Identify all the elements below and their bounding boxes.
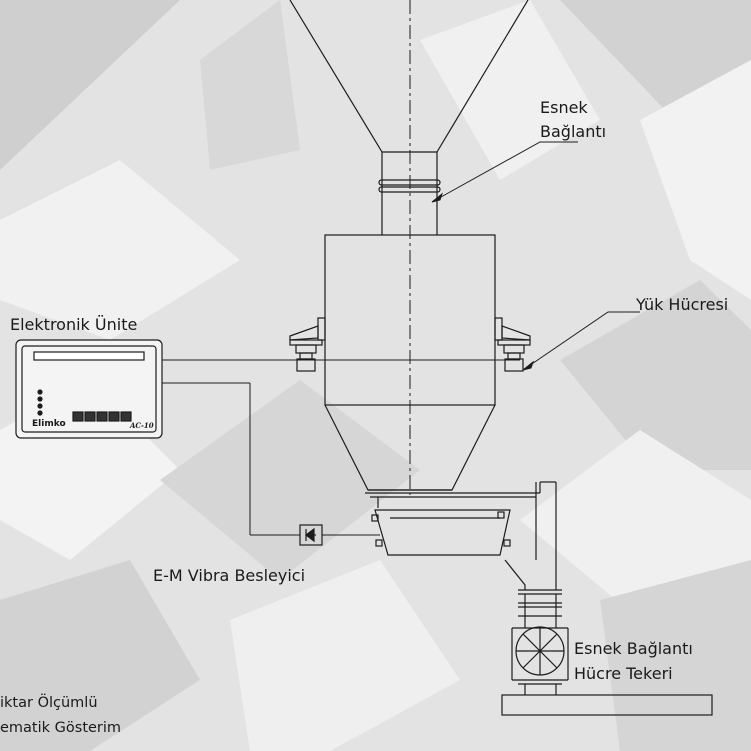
- signal-wiring: [162, 359, 520, 536]
- diode-symbol: [299, 524, 323, 546]
- feed-hopper: [289, 0, 529, 153]
- vibra-feeder: [365, 481, 556, 556]
- label-em-vibra: E-M Vibra Besleyici: [153, 566, 306, 585]
- label-esnek-top-1: Esnek: [540, 98, 588, 117]
- load-cell-left: [289, 317, 326, 372]
- device-model: AC-10: [130, 421, 154, 430]
- device-brand: Elimko: [32, 419, 66, 429]
- discharge-duct: [504, 482, 562, 628]
- caption-line-2: ematik Gösterim: [0, 720, 122, 736]
- label-hucre-tekeri: Hücre Tekeri: [574, 664, 673, 683]
- label-esnek-bottom: Esnek Bağlantı: [574, 639, 693, 658]
- label-yuk-hucresi: Yük Hücresi: [636, 295, 729, 314]
- leader-lines: [431, 141, 640, 371]
- load-cell-right: [494, 317, 531, 372]
- rotary-valve: [501, 626, 713, 716]
- flexible-connection-top: [378, 152, 441, 235]
- caption-line-1: iktar Ölçümlü: [0, 695, 98, 711]
- electronic-unit: [15, 339, 163, 439]
- label-elektronik-unite: Elektronik Ünite: [10, 315, 138, 334]
- label-esnek-top-2: Bağlantı: [540, 122, 607, 141]
